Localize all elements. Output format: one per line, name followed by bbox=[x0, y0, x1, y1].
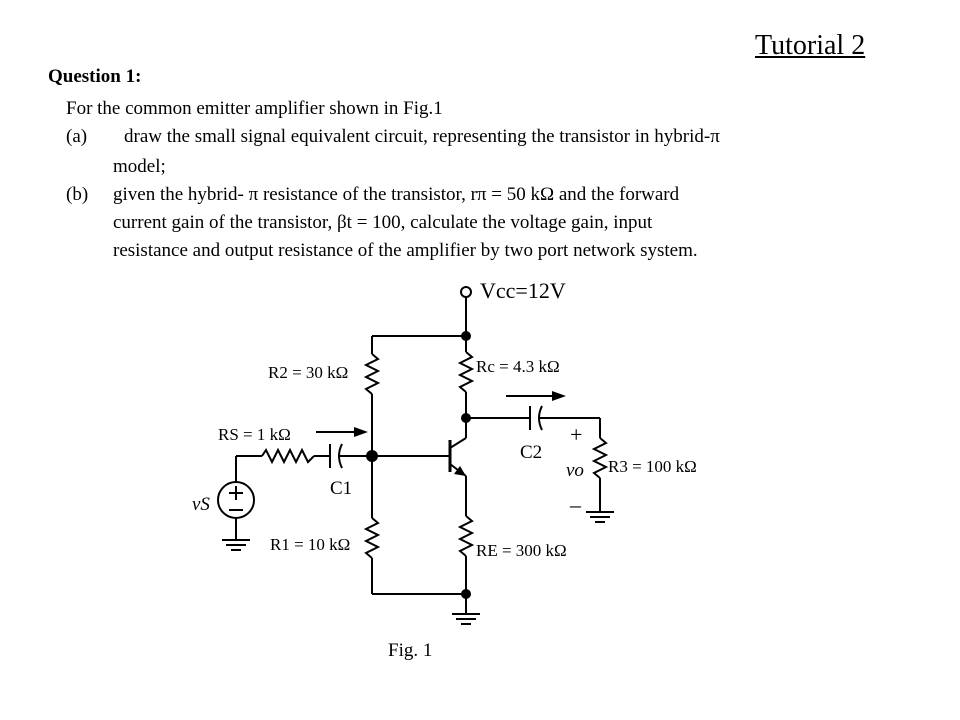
vo-label: vo bbox=[566, 460, 584, 481]
input-arrow-head bbox=[354, 427, 368, 437]
part-a-line-2: model; bbox=[113, 156, 166, 177]
figure-caption: Fig. 1 bbox=[388, 640, 433, 661]
vcc-terminal bbox=[460, 286, 472, 298]
rs-label: RS = 1 kΩ bbox=[218, 425, 291, 444]
c1-label: C1 bbox=[330, 478, 352, 499]
r1-resistor bbox=[363, 517, 381, 559]
junction-dot bbox=[366, 450, 378, 462]
r1-label: R1 = 10 kΩ bbox=[270, 535, 350, 554]
part-b-line-3: resistance and output resistance of the … bbox=[113, 240, 698, 261]
r2-label: R2 = 30 kΩ bbox=[268, 363, 348, 382]
rc-label: Rc = 4.3 kΩ bbox=[476, 357, 560, 376]
part-a-label: (a) bbox=[66, 126, 88, 147]
transistor-collector bbox=[449, 437, 467, 449]
r3-resistor bbox=[591, 437, 609, 479]
part-b-line-2: current gain of the transistor, βt = 100… bbox=[113, 212, 653, 233]
vs-label: vS bbox=[192, 494, 210, 515]
question-intro: For the common emitter amplifier shown i… bbox=[66, 98, 443, 119]
part-a-line-1: draw the small signal equivalent circuit… bbox=[124, 126, 720, 147]
junction-dot bbox=[461, 413, 471, 423]
r3-label: R3 = 100 kΩ bbox=[608, 457, 697, 476]
output-minus-sign: – bbox=[569, 492, 582, 517]
page-title: Tutorial 2 bbox=[755, 30, 866, 61]
output-plus-sign: + bbox=[570, 422, 582, 447]
rs-resistor bbox=[261, 447, 315, 465]
part-b-label: (b) bbox=[66, 184, 89, 205]
c2-label: C2 bbox=[520, 442, 542, 463]
question-heading: Question 1: bbox=[48, 66, 142, 87]
emitter-arrow-head bbox=[454, 466, 466, 476]
re-resistor bbox=[457, 515, 475, 557]
junction-dot bbox=[461, 331, 471, 341]
junction-dot bbox=[461, 589, 471, 599]
r2-resistor bbox=[363, 353, 381, 395]
part-b-line-1: given the hybrid- π resistance of the tr… bbox=[113, 184, 680, 205]
output-arrow-head bbox=[552, 391, 566, 401]
re-label: RE = 300 kΩ bbox=[476, 541, 567, 560]
rc-resistor bbox=[457, 351, 475, 393]
vcc-label: Vcc=12V bbox=[480, 278, 566, 303]
